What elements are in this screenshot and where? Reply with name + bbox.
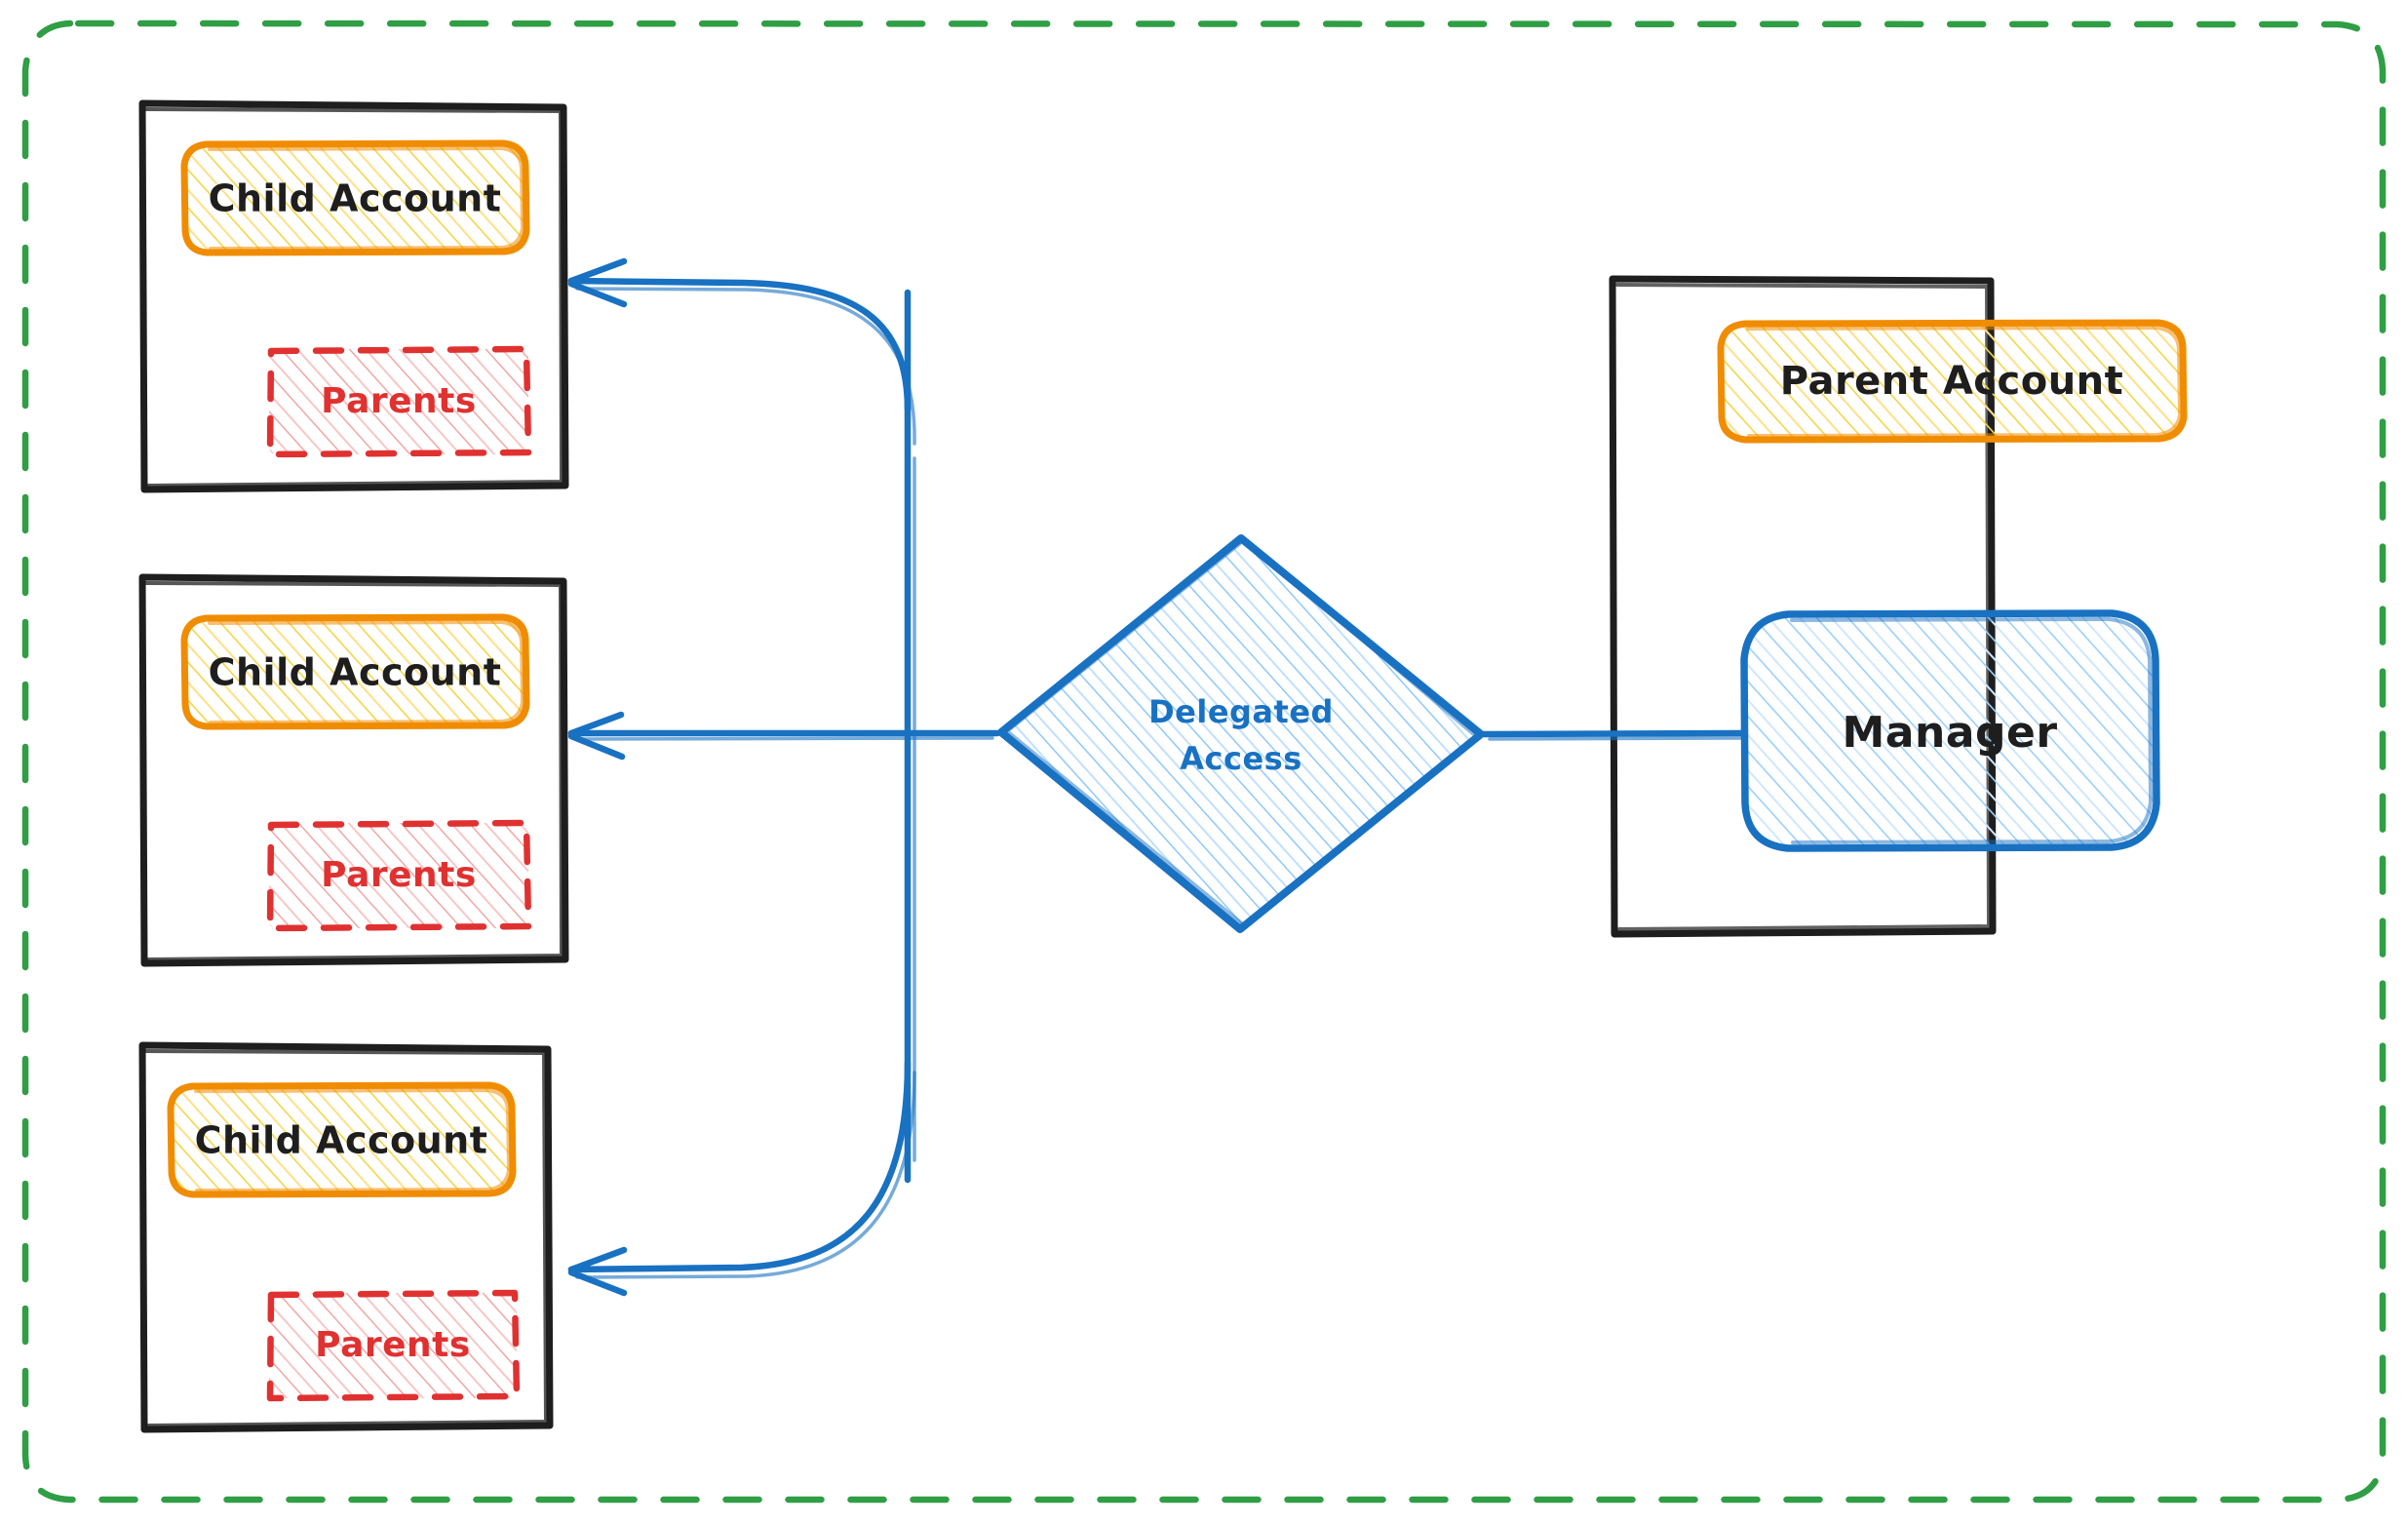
connector-manager-to-delegated-access[interactable] [1480,729,1748,741]
manager-label: Manager [1842,708,2057,758]
parents-box-3[interactable]: Parents [266,1289,521,1402]
connector-delegated-access-to-child-1[interactable] [567,257,916,446]
child-account-container-2[interactable]: Child Account Parents [138,573,569,967]
parents-label-3: Parents [315,1325,471,1365]
connector-delegated-access-to-child-3[interactable] [567,1059,916,1297]
connector-branch-stem [904,289,916,1184]
manager-box[interactable]: Manager [1740,609,2160,852]
organization-boundary [21,20,2387,1504]
child-account-label-1: Child Account [209,177,502,220]
delegated-access-label-line2: Access [1180,740,1302,777]
delegated-access-label-line1: Delegated [1148,693,1334,730]
child-account-container-1[interactable]: Child Account Parents [138,99,569,493]
parent-account-container[interactable]: Parent Account Manager [1609,275,2188,938]
child-account-box-3[interactable]: Child Account [167,1081,517,1198]
child-account-label-3: Child Account [195,1119,488,1162]
parent-account-label: Parent Account [1780,359,2124,404]
delegated-access-diamond[interactable]: Delegated Access [997,534,1485,933]
child-account-box-2[interactable]: Child Account [180,613,530,730]
child-account-container-3[interactable]: Child Account Parents [138,1041,554,1433]
child-account-box-1[interactable]: Child Account [180,139,530,256]
parents-box-1[interactable]: Parents [266,345,532,458]
parents-label-2: Parents [321,855,477,895]
parent-account-box[interactable]: Parent Account [1717,319,2188,444]
parents-box-2[interactable]: Parents [266,819,532,932]
connector-delegated-access-to-child-2[interactable] [567,711,1001,761]
parents-label-1: Parents [321,381,477,421]
child-account-label-2: Child Account [209,651,502,694]
